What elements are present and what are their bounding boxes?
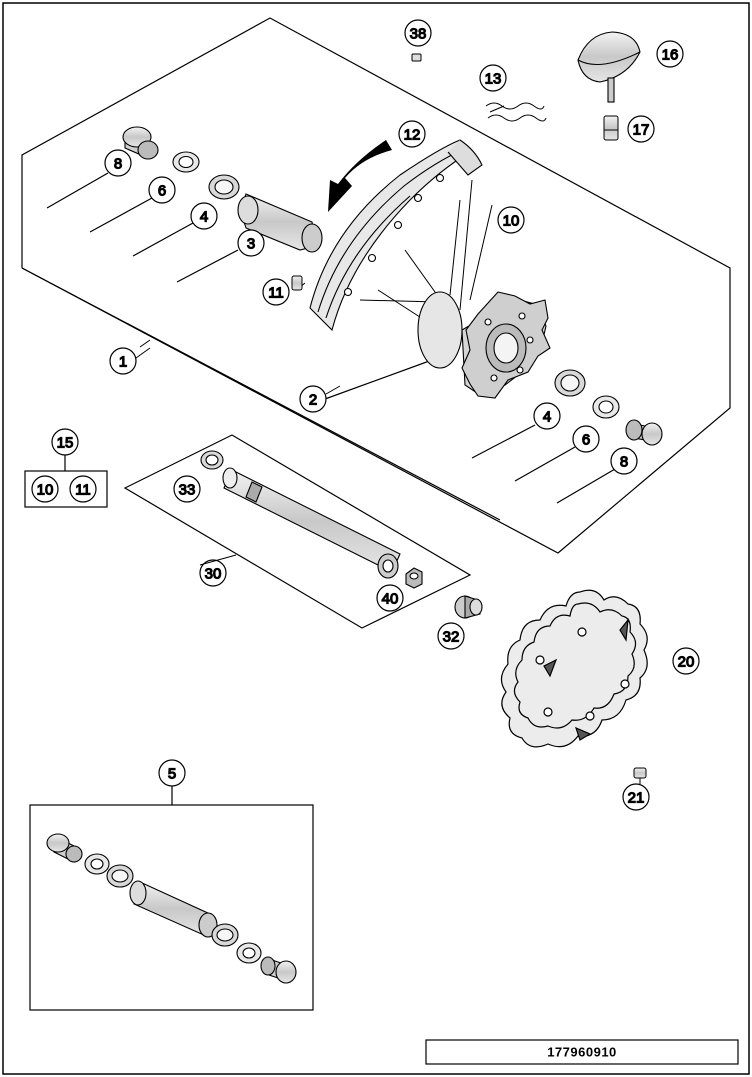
part-spoke-nipple <box>291 275 303 291</box>
reference-number: 177960910 <box>547 1045 617 1060</box>
svg-text:2: 2 <box>309 392 317 409</box>
svg-text:33: 33 <box>179 482 196 499</box>
svg-text:30: 30 <box>205 566 222 583</box>
part-axle <box>222 467 401 579</box>
part-bearing-left <box>208 174 240 200</box>
svg-text:13: 13 <box>485 71 502 88</box>
part-kit-spacer-left <box>46 833 83 863</box>
part-kit-bearing-right <box>211 923 239 947</box>
callout-30: 30 <box>199 559 227 587</box>
svg-text:16: 16 <box>662 47 679 64</box>
part-valve-cap <box>411 53 422 62</box>
callout-21: 21 <box>622 783 650 811</box>
part-kit-seal-right <box>236 942 262 964</box>
group-15-box <box>24 470 108 508</box>
callout-1: 1 <box>109 347 137 375</box>
part-kit-bearing-left <box>106 864 134 888</box>
part-spacer-right <box>625 419 663 446</box>
svg-text:21: 21 <box>628 790 645 807</box>
svg-text:17: 17 <box>633 122 650 139</box>
part-rim-lock-nut <box>603 115 619 141</box>
svg-text:8: 8 <box>620 454 628 471</box>
part-hub <box>417 291 551 399</box>
callout-10-wheel: 10 <box>497 206 525 234</box>
callout-8-lower: 8 <box>610 447 638 475</box>
svg-text:38: 38 <box>410 26 427 43</box>
part-axle-seal <box>200 450 224 470</box>
callout-11-box: 11 <box>69 475 97 503</box>
svg-text:40: 40 <box>382 591 399 608</box>
svg-text:4: 4 <box>543 409 551 426</box>
callout-17: 17 <box>627 115 655 143</box>
callout-4-lower: 4 <box>533 402 561 430</box>
svg-text:10: 10 <box>37 482 54 499</box>
part-bearing-right <box>554 369 586 397</box>
svg-text:11: 11 <box>75 482 91 499</box>
part-kit-seal-left <box>84 853 110 875</box>
callout-5: 5 <box>158 759 186 787</box>
svg-text:6: 6 <box>158 183 166 200</box>
callout-32: 32 <box>437 622 465 650</box>
svg-text:32: 32 <box>443 629 460 646</box>
part-seal-right <box>592 395 620 419</box>
part-kit-distance-tube <box>129 880 218 938</box>
callout-13: 13 <box>479 64 507 92</box>
part-brake-disc <box>500 589 648 748</box>
part-axle-nut <box>405 567 423 589</box>
callout-20: 20 <box>672 647 700 675</box>
part-disc-screw <box>633 767 647 784</box>
callout-40: 40 <box>376 584 404 612</box>
reference-box <box>425 1039 739 1065</box>
callout-3: 3 <box>237 229 265 257</box>
rotation-arrow <box>328 140 392 212</box>
part-rim-tape <box>485 102 547 122</box>
svg-text:5: 5 <box>168 766 176 783</box>
callout-4-upper: 4 <box>190 202 218 230</box>
svg-text:15: 15 <box>57 435 74 452</box>
callout-6-upper: 6 <box>148 176 176 204</box>
callout-33: 33 <box>173 475 201 503</box>
callout-leaders <box>135 347 341 566</box>
part-collar-bolt <box>454 595 483 619</box>
svg-text:20: 20 <box>678 654 695 671</box>
svg-text:10: 10 <box>503 213 520 230</box>
part-spacer-left <box>122 126 159 160</box>
callout-6-lower: 6 <box>572 425 600 453</box>
wheel-assembly-frame <box>21 17 731 554</box>
part-kit-spacer-right <box>260 956 297 984</box>
axle-group-frame <box>123 434 472 629</box>
callout-38: 38 <box>404 19 432 47</box>
callout-8-upper: 8 <box>104 149 132 177</box>
part-distance-tube <box>237 193 323 253</box>
callout-11-wheel: 11 <box>262 278 290 306</box>
svg-text:12: 12 <box>404 127 421 144</box>
callout-2: 2 <box>299 385 327 413</box>
svg-text:3: 3 <box>247 236 255 253</box>
callout-16: 16 <box>656 40 684 68</box>
svg-text:6: 6 <box>582 432 590 449</box>
svg-text:11: 11 <box>268 285 284 302</box>
part-rim-lock <box>577 31 641 103</box>
callout-12: 12 <box>398 120 426 148</box>
callout-10-box: 10 <box>31 475 59 503</box>
part-seal-left <box>172 151 200 173</box>
callout-15: 15 <box>51 428 79 456</box>
svg-text:1: 1 <box>119 354 127 371</box>
svg-text:4: 4 <box>200 209 208 226</box>
svg-text:8: 8 <box>114 156 122 173</box>
part-wheel-rim <box>309 139 483 332</box>
